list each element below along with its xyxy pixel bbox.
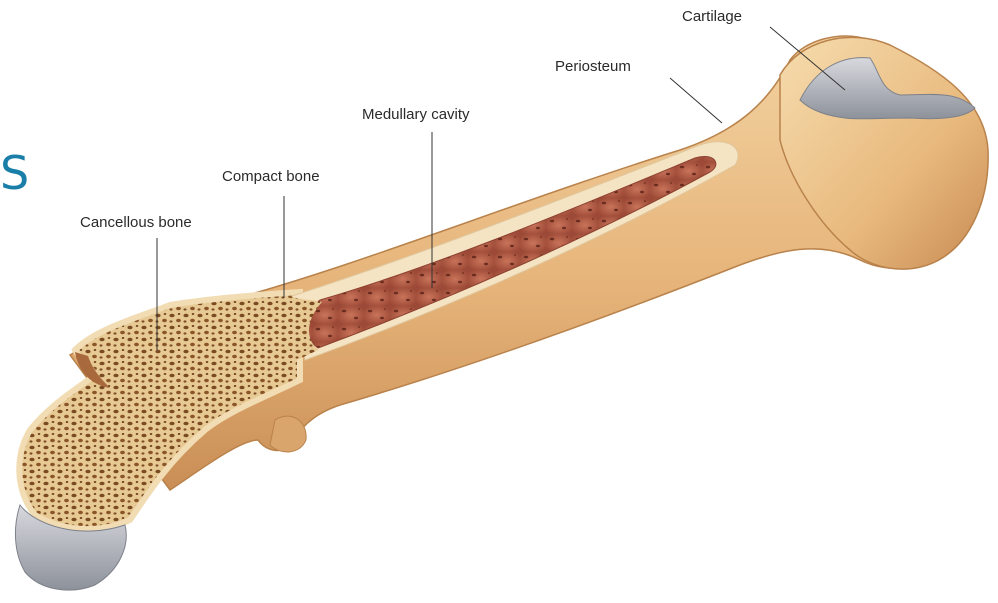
edge-letter-fragment: S xyxy=(0,148,29,198)
label-periosteum: Periosteum xyxy=(555,58,631,76)
label-medullary-cavity: Medullary cavity xyxy=(362,106,470,124)
label-cartilage: Cartilage xyxy=(682,8,742,26)
lesser-trochanter xyxy=(270,416,306,452)
leader-periosteum xyxy=(670,78,722,123)
label-compact-bone: Compact bone xyxy=(222,168,320,186)
label-cancellous-bone: Cancellous bone xyxy=(80,214,192,232)
